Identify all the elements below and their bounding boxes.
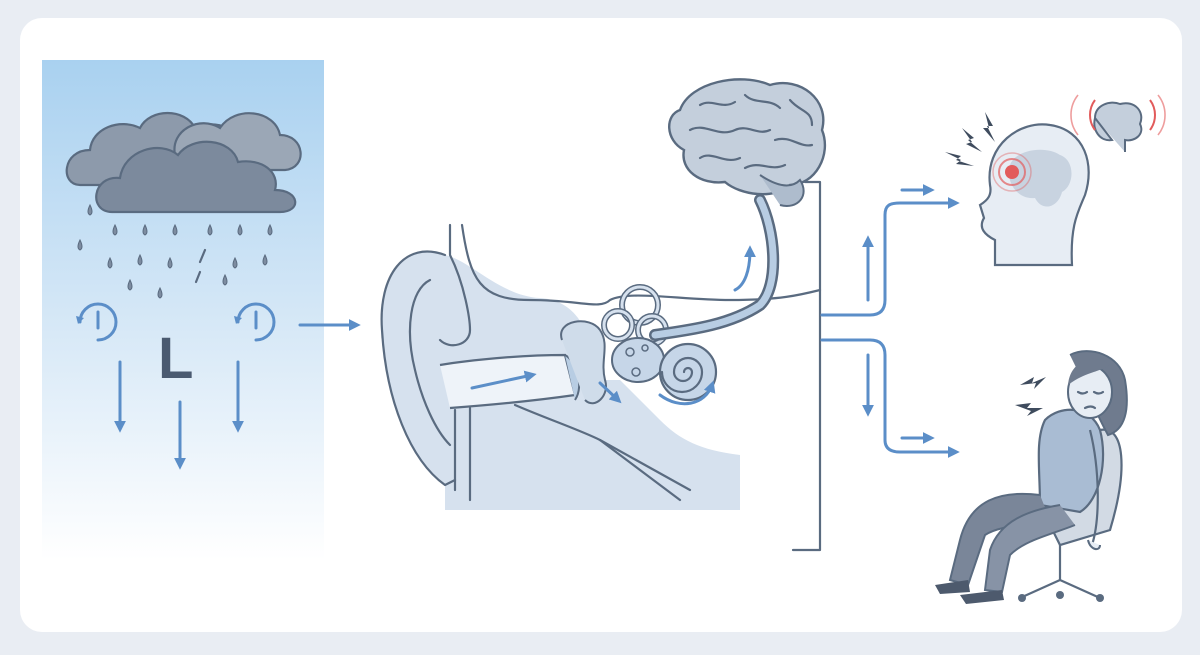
fatigued-person-icon: [935, 350, 1128, 604]
cochlea: [658, 342, 718, 402]
ear-anatomy-icon: [380, 194, 822, 510]
branch-arrows: [820, 184, 960, 458]
radiating-brain-icon: [1070, 94, 1166, 152]
weather-panel: L: [42, 60, 324, 560]
lightning-icon: [945, 112, 995, 166]
raindrops: [77, 203, 273, 299]
rain-cloud-icon: [65, 112, 302, 214]
pain-point: [1005, 165, 1019, 179]
fatigue-lightning-icon: [1015, 377, 1046, 416]
low-pressure-symbol: L: [158, 326, 193, 391]
pressure-gauge-icon: [76, 302, 276, 342]
brain-icon: [668, 78, 827, 207]
pressure-down-arrows: [114, 360, 244, 470]
bracket: [791, 180, 822, 552]
rain-streaks: [194, 248, 207, 284]
headache-head-icon: [945, 94, 1166, 267]
